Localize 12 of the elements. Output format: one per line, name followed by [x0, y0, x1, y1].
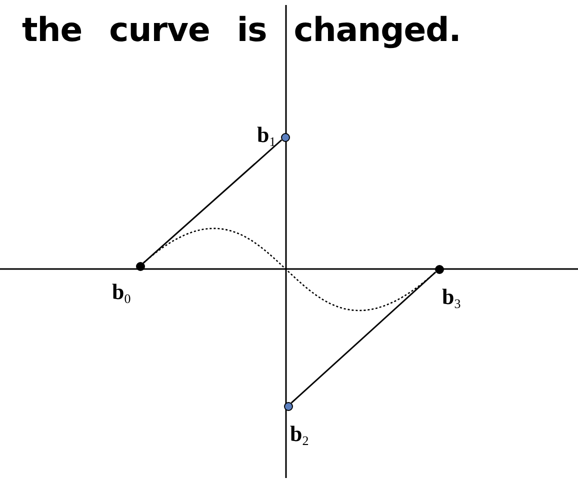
control-polygon-line: [290, 271, 436, 404]
control-point: [284, 402, 292, 410]
title: the curve is changed.: [22, 10, 461, 49]
point-label: b$_{3}$: [442, 286, 461, 310]
control-point: [136, 262, 144, 270]
control-polygon-line: [142, 139, 282, 264]
point-label: b$_{2}$: [290, 423, 309, 447]
point-label: b$_{0}$: [112, 281, 131, 305]
control-point: [280, 132, 290, 142]
control-point: [434, 264, 444, 274]
point-label: b$_{1}$: [257, 124, 276, 148]
bezier-curve: [142, 228, 436, 310]
